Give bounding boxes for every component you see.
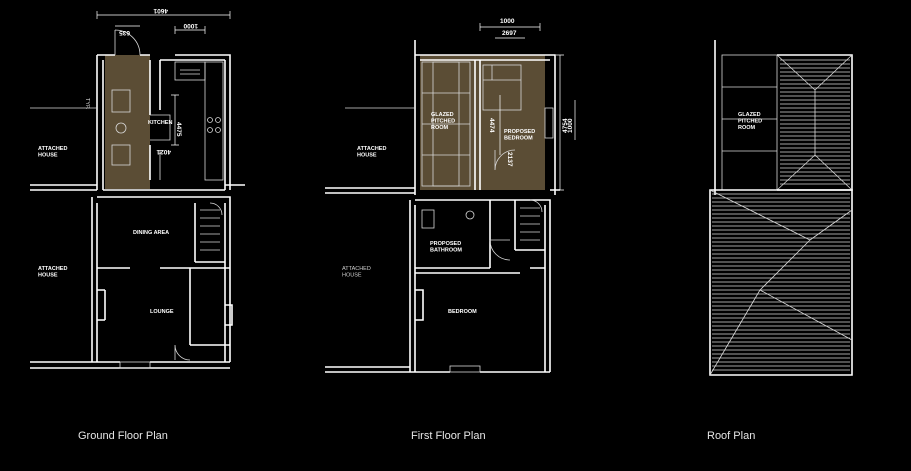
roof-plan [709, 40, 853, 376]
ground-floor-plan [30, 11, 245, 369]
first-dim-1000-side: 1000 [567, 118, 574, 133]
ground-dim-door: 1000 [183, 22, 198, 29]
ground-extension-area [105, 55, 150, 189]
kitchen-label: KITCHEN [148, 120, 172, 126]
ground-tag-label: TYP. [84, 98, 90, 110]
first-dim-2137: 2137 [506, 152, 513, 167]
first-dim-4474: 4474 [488, 118, 495, 133]
ground-dim-width: 4601 [153, 7, 168, 14]
bedroom-label: BEDROOM [448, 309, 477, 315]
ground-dim-4021: 4021 [156, 148, 171, 155]
lounge-label: LOUNGE [150, 309, 174, 315]
first-floor-plan [325, 23, 576, 373]
dining-area-label: DINING AREA [133, 230, 169, 236]
roof-caption: Roof Plan [707, 430, 756, 442]
first-dim-1000: 1000 [500, 18, 515, 25]
first-dim-2697: 2697 [502, 30, 517, 37]
ground-floor-caption: Ground Floor Plan [78, 430, 168, 442]
ground-dim-kitchen: 4475 [175, 122, 182, 137]
first-dim-4754: 4754 [562, 118, 569, 133]
first-floor-caption: First Floor Plan [411, 430, 486, 442]
ground-dim-635: 635 [119, 29, 130, 36]
first-extension-area [420, 55, 545, 190]
